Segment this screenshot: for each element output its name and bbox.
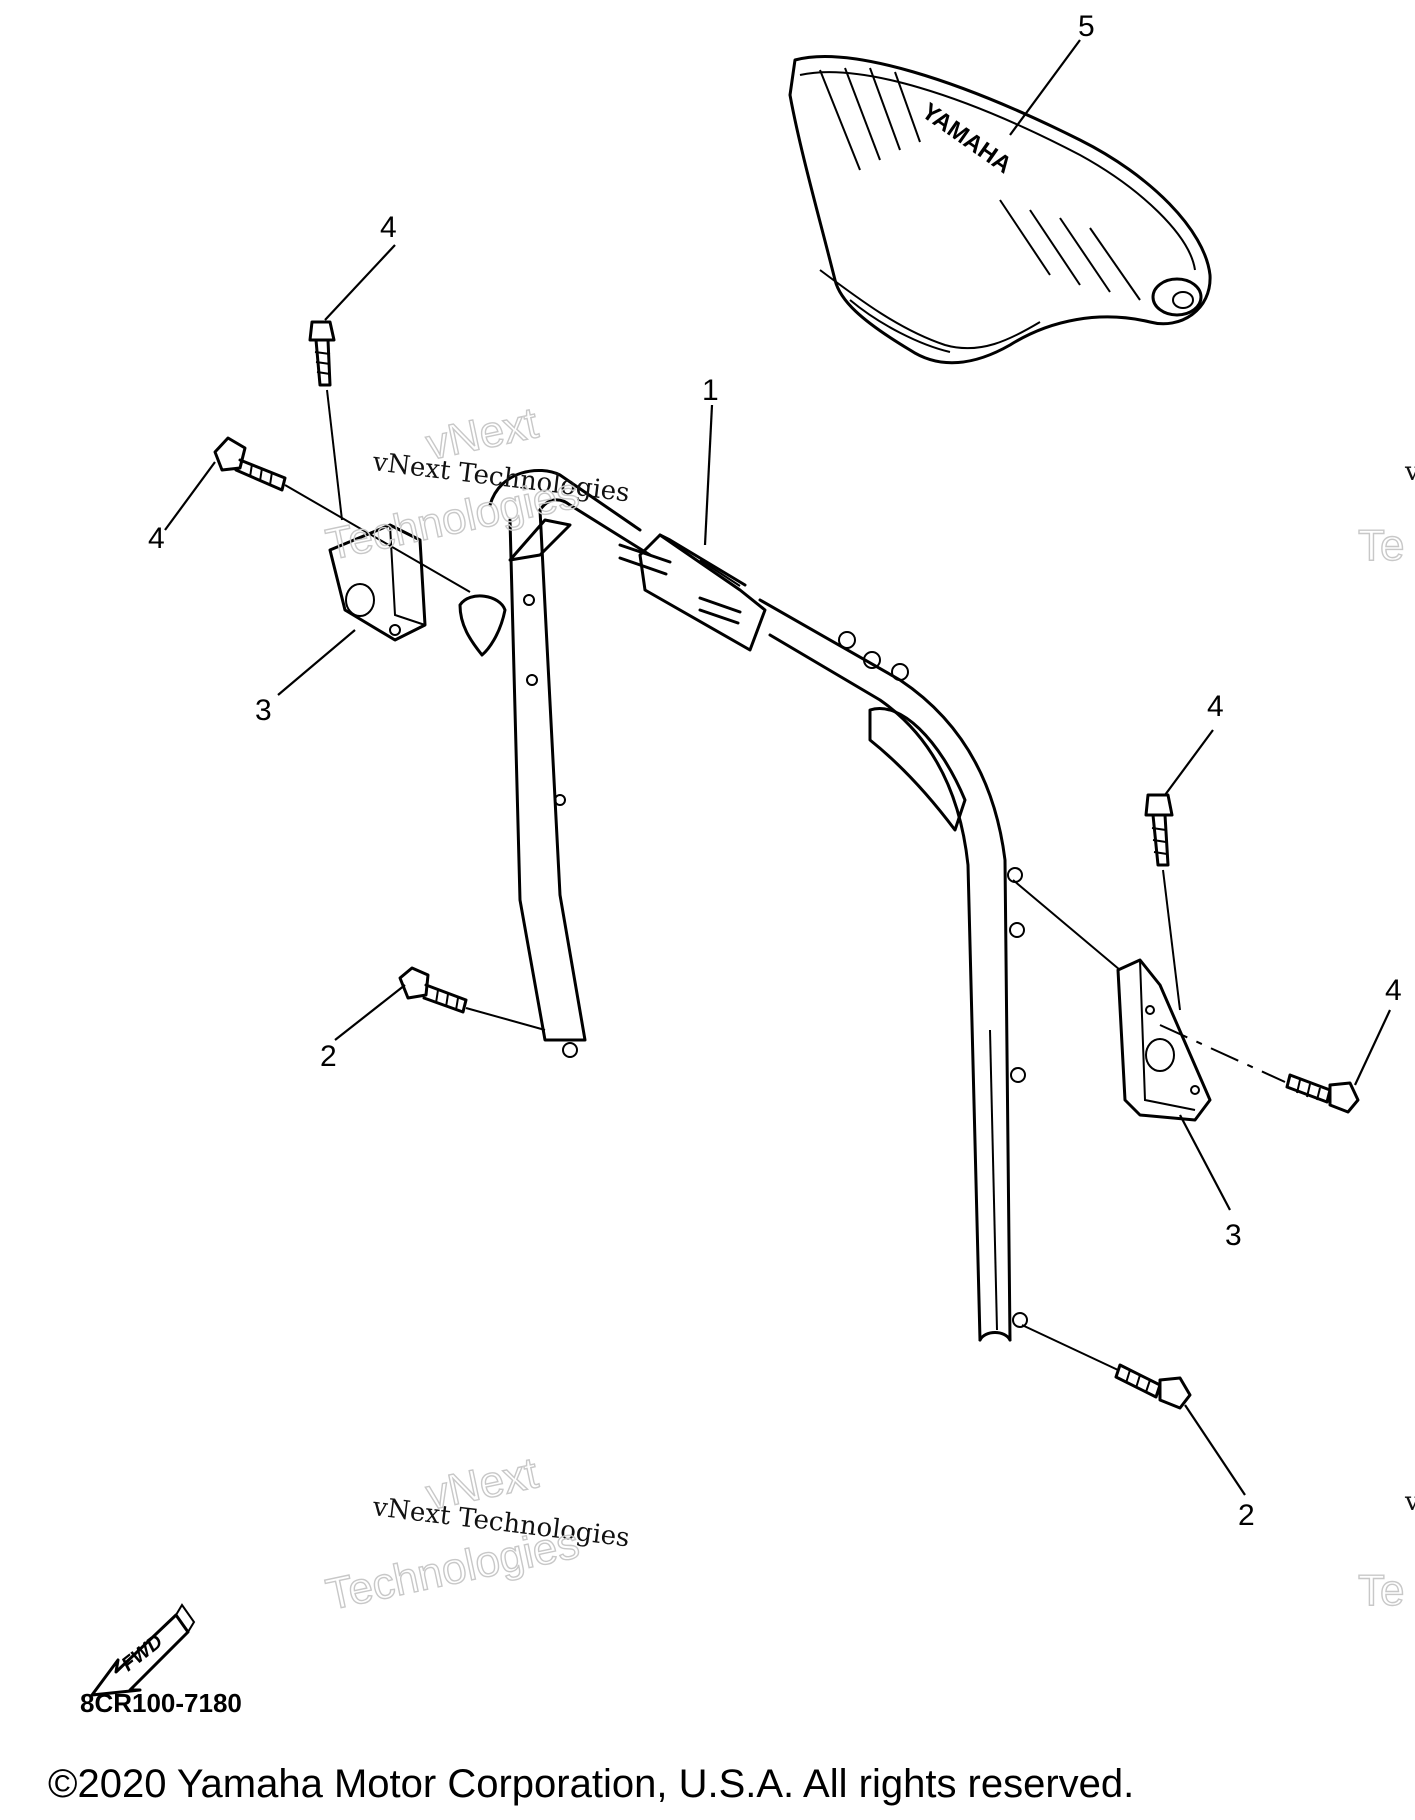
watermark-bottom: vNext Technologies vNext Technologies: [321, 1448, 631, 1621]
watermark-edge-small-bottom: v: [1404, 1487, 1415, 1517]
callout-part-4-right-bottom: 4: [1385, 974, 1402, 1007]
watermark-big-line1-bottom: vNext: [422, 1448, 542, 1519]
callout-part-3-right: 3: [1225, 1219, 1242, 1252]
watermark-edge-small-top: v: [1404, 457, 1415, 487]
assembly-lines: [284, 389, 1286, 1371]
bolt-lower-left: [398, 966, 468, 1014]
callouts: 5 4 1 4 3 4 2 4 3 2: [148, 10, 1402, 1532]
copyright-notice: ©2020 Yamaha Motor Corporation, U.S.A. A…: [48, 1762, 1135, 1806]
bolt-top-left: [308, 320, 336, 387]
leader-lines: [164, 39, 1391, 1496]
callout-part-5: 5: [1078, 10, 1095, 43]
callout-part-1: 1: [702, 374, 719, 407]
callout-part-4-top: 4: [380, 211, 397, 244]
bracket-left: [328, 523, 427, 642]
fwd-arrow-icon: FWD: [90, 1603, 196, 1697]
watermark-big-line2-bottom: Technologies: [322, 1518, 583, 1619]
bolt-right-bottom: [1114, 1363, 1192, 1410]
seat-stripes: [819, 67, 1141, 301]
watermark-edge: v Te v Te: [1357, 457, 1415, 1616]
seat-brand-text: YAMAHA: [917, 98, 1017, 179]
watermark-edge-big-bottom: Te: [1358, 1566, 1404, 1615]
callout-part-2-right: 2: [1238, 1499, 1255, 1532]
callout-part-4-left: 4: [148, 522, 165, 555]
handle-part: [488, 468, 1028, 1342]
callout-part-2-left: 2: [320, 1040, 337, 1073]
bracket-right: [1116, 958, 1212, 1122]
callout-part-4-right-top: 4: [1207, 690, 1224, 723]
seat-part: YAMAHA: [788, 55, 1212, 365]
d-ring: [458, 594, 507, 657]
figure-code: 8CR100-7180: [80, 1688, 242, 1718]
bolt-right-top: [1144, 793, 1174, 867]
bolt-right-mid: [1285, 1073, 1360, 1114]
callout-part-3-left: 3: [255, 694, 272, 727]
watermark-edge-big-top: Te: [1358, 521, 1404, 570]
watermark-top: vNext Technologies vNext Technologies: [321, 398, 631, 571]
watermark-big-line1-top: vNext: [422, 398, 542, 469]
bolt-mid-left: [213, 436, 287, 492]
fwd-label: FWD: [118, 1631, 167, 1676]
